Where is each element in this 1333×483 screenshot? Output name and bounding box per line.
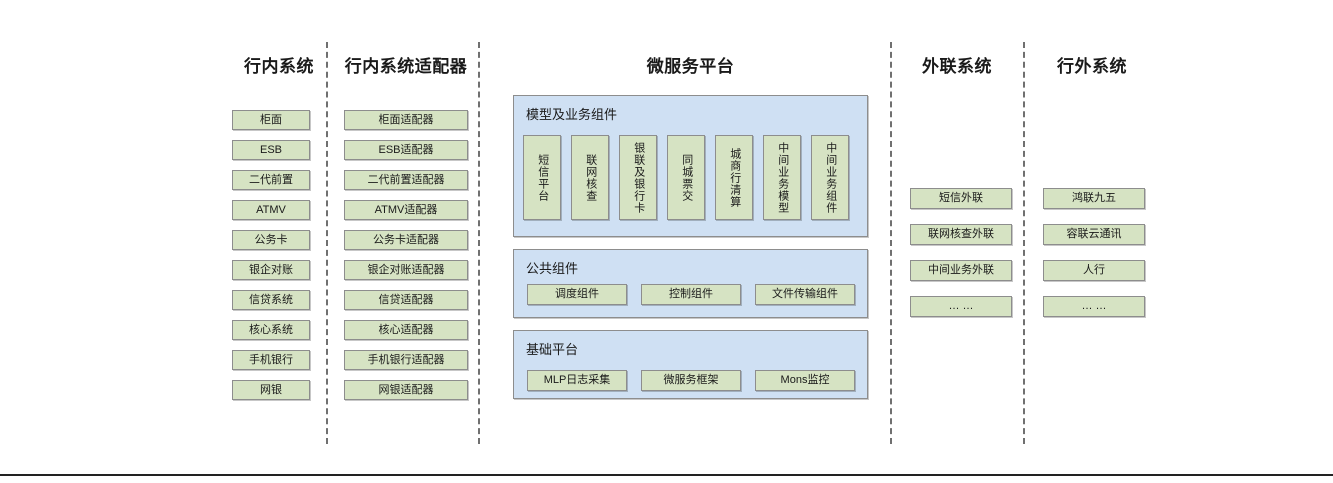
panel-label-model-business-components: 模型及业务组件 — [526, 107, 618, 122]
node-model-business-components-node-3[interactable]: 银联及银行卡 — [619, 135, 657, 220]
panel-label-base-platform: 基础平台 — [526, 342, 579, 357]
column-title-in-bank-systems: 行内系统 — [244, 57, 314, 76]
node-in-bank-systems-node-3[interactable]: 二代前置 — [232, 170, 310, 190]
node-in-bank-adapters-atmv-4[interactable]: ATMV适配器 — [344, 200, 468, 220]
node-base-platform-mons-3[interactable]: Mons监控 — [755, 370, 855, 391]
node-off-bank-systems-node-4[interactable]: … … — [1043, 296, 1145, 317]
node-common-components-node-1[interactable]: 调度组件 — [527, 284, 627, 305]
bottom-rule — [0, 474, 1333, 476]
node-model-business-components-node-1[interactable]: 短信平台 — [523, 135, 561, 220]
panel-label-common-components: 公共组件 — [526, 261, 579, 276]
node-in-bank-systems-node-6[interactable]: 银企对账 — [232, 260, 310, 280]
node-model-business-components-node-2[interactable]: 联网核查 — [571, 135, 609, 220]
node-external-link-systems-node-1[interactable]: 短信外联 — [910, 188, 1012, 209]
column-divider-3 — [890, 42, 892, 444]
column-title-off-bank-systems: 行外系统 — [1057, 57, 1127, 76]
node-off-bank-systems-node-2[interactable]: 容联云通讯 — [1043, 224, 1145, 245]
node-model-business-components-node-7[interactable]: 中间业务组件 — [811, 135, 849, 220]
node-common-components-node-2[interactable]: 控制组件 — [641, 284, 741, 305]
column-divider-2 — [478, 42, 480, 444]
panel-common-components: 公共组件 — [513, 249, 868, 318]
platform-title: 微服务平台 — [646, 57, 735, 76]
node-model-business-components-node-5[interactable]: 城商行清算 — [715, 135, 753, 220]
node-in-bank-adapters-node-9[interactable]: 手机银行适配器 — [344, 350, 468, 370]
node-external-link-systems-node-3[interactable]: 中间业务外联 — [910, 260, 1012, 281]
node-in-bank-adapters-node-10[interactable]: 网银适配器 — [344, 380, 468, 400]
node-in-bank-adapters-node-7[interactable]: 信贷适配器 — [344, 290, 468, 310]
node-in-bank-systems-node-10[interactable]: 网银 — [232, 380, 310, 400]
node-in-bank-systems-node-7[interactable]: 信贷系统 — [232, 290, 310, 310]
node-model-business-components-node-6[interactable]: 中间业务模型 — [763, 135, 801, 220]
node-in-bank-adapters-node-1[interactable]: 柜面适配器 — [344, 110, 468, 130]
column-title-in-bank-adapters: 行内系统适配器 — [344, 57, 468, 76]
node-external-link-systems-node-4[interactable]: … … — [910, 296, 1012, 317]
node-in-bank-systems-atmv-4[interactable]: ATMV — [232, 200, 310, 220]
node-off-bank-systems-node-1[interactable]: 鸿联九五 — [1043, 188, 1145, 209]
node-in-bank-adapters-node-8[interactable]: 核心适配器 — [344, 320, 468, 340]
node-off-bank-systems-node-3[interactable]: 人行 — [1043, 260, 1145, 281]
node-in-bank-adapters-esb-2[interactable]: ESB适配器 — [344, 140, 468, 160]
column-divider-4 — [1023, 42, 1025, 444]
node-in-bank-adapters-node-6[interactable]: 银企对账适配器 — [344, 260, 468, 280]
column-title-external-link-systems: 外联系统 — [922, 57, 992, 76]
node-external-link-systems-node-2[interactable]: 联网核查外联 — [910, 224, 1012, 245]
node-in-bank-systems-node-9[interactable]: 手机银行 — [232, 350, 310, 370]
column-divider-1 — [326, 42, 328, 444]
node-in-bank-systems-node-5[interactable]: 公务卡 — [232, 230, 310, 250]
node-in-bank-systems-esb-2[interactable]: ESB — [232, 140, 310, 160]
node-in-bank-systems-node-1[interactable]: 柜面 — [232, 110, 310, 130]
node-base-platform-node-2[interactable]: 微服务框架 — [641, 370, 741, 391]
node-base-platform-mlp-1[interactable]: MLP日志采集 — [527, 370, 627, 391]
node-model-business-components-node-4[interactable]: 同城票交 — [667, 135, 705, 220]
node-common-components-node-3[interactable]: 文件传输组件 — [755, 284, 855, 305]
node-in-bank-adapters-node-3[interactable]: 二代前置适配器 — [344, 170, 468, 190]
node-in-bank-systems-node-8[interactable]: 核心系统 — [232, 320, 310, 340]
node-in-bank-adapters-node-5[interactable]: 公务卡适配器 — [344, 230, 468, 250]
